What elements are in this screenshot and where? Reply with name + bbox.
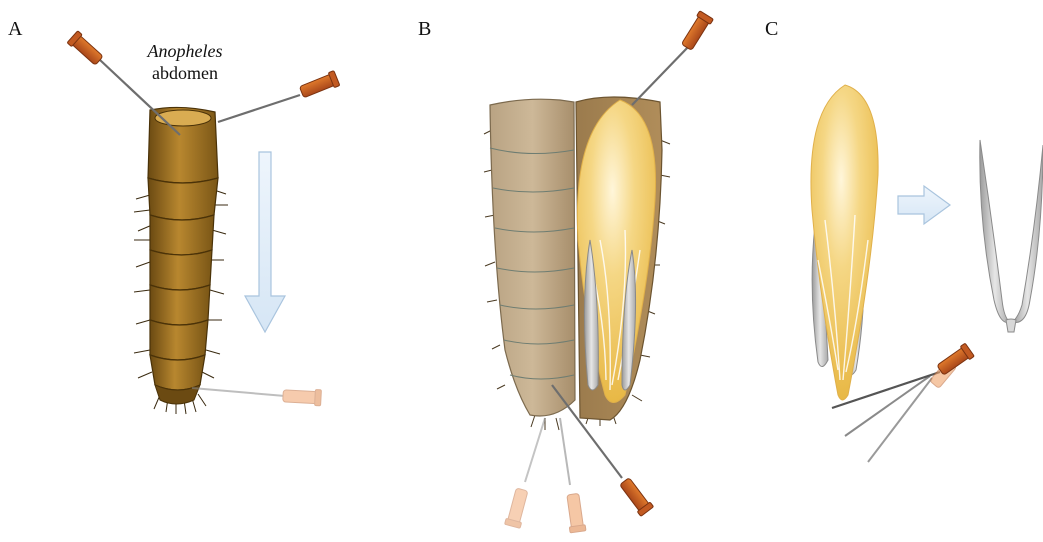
- abdomen-segment: [150, 320, 208, 360]
- gland-left: [980, 140, 1010, 323]
- abdomen-left-half: [490, 99, 575, 416]
- panel-b-abdomen: [484, 97, 670, 430]
- abdomen-segment: [150, 355, 205, 390]
- needle-bottom-faded: [192, 388, 321, 406]
- panel-label-b: B: [418, 18, 431, 41]
- abdomen-segment: [150, 250, 212, 290]
- needle-top-b: [632, 11, 713, 105]
- common-duct: [1006, 319, 1016, 332]
- separated-glands: [980, 140, 1043, 332]
- needle-bottom-faded-b2: [560, 418, 586, 533]
- panel-a-abdomen: [134, 107, 228, 414]
- caption-genus: Anopheles: [120, 40, 250, 62]
- pull-down-arrow: [245, 152, 285, 332]
- abdomen-segment: [150, 285, 210, 325]
- gland-right: [1012, 145, 1043, 323]
- panel-label-c: C: [765, 18, 778, 41]
- caption-part: abdomen: [120, 62, 250, 84]
- abdomen-segment: [150, 215, 214, 255]
- abdomen-segment: [148, 178, 218, 220]
- needle-bottom-faded-b1: [505, 418, 545, 528]
- right-arrow: [898, 186, 950, 224]
- abdomen-caption: Anopheles abdomen: [120, 40, 250, 84]
- panel-c-ovary: [811, 85, 878, 400]
- panel-label-a: A: [8, 18, 22, 41]
